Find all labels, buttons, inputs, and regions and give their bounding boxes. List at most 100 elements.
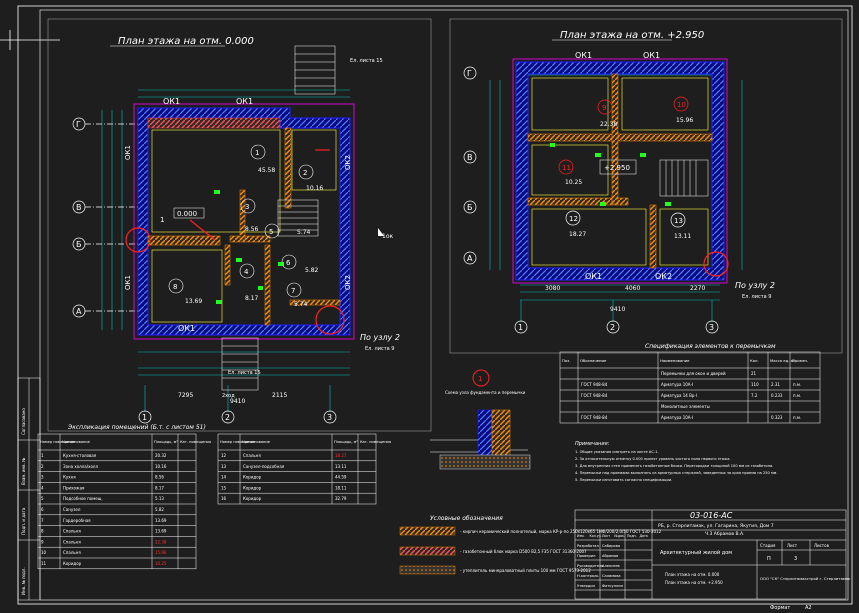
sheets-head: Листов [814,543,830,548]
side-stamp-2: Взам. инв. № [21,458,26,485]
plan1-room-2: 210.16 [298,164,323,192]
title-role: Руководитель [577,564,604,568]
plan1-stair [277,199,319,237]
room-table-header: Площадь, м² [334,440,358,444]
room-table-cell: 18.11 [335,485,347,490]
room-table-cell: Спальня [63,529,81,534]
legend-swatch-brick [399,526,456,536]
axis-a: А [76,307,82,316]
svg-text:10.16: 10.16 [306,185,323,192]
note-line: 4. Перемычки над проемами выполнять из а… [575,471,778,475]
room-table-cell: Кухня-столовая [63,453,97,458]
title-head: Дата [640,534,648,538]
spec-table-header: Примеч. [792,358,808,363]
axis-g: Г [467,69,472,78]
title-person: Салимова [602,574,621,578]
svg-text:9: 9 [602,104,606,112]
svg-text:8.56: 8.56 [245,226,259,233]
note-line: 5. Перемычки изготовить согласно специфи… [575,478,672,482]
title-head: Подп. [627,534,637,538]
plan1-room-4: 48.17 [239,263,259,302]
plan1-dim-total: 9410 [230,398,245,405]
svg-text:1: 1 [478,375,482,383]
plan2-level: +2.950 [604,164,630,172]
svg-text:45.58: 45.58 [258,167,275,174]
axis-3: 3 [709,323,714,332]
svg-text:1: 1 [255,149,259,157]
room-table-cell: 1 [41,453,44,458]
room-table-cell: 22.38 [155,539,167,544]
plan1-dim-part1: 7295 [178,392,193,399]
title-head: Лист [602,534,610,538]
sheet-code: 03-016-АС [690,511,733,520]
sheet-border [17,5,853,605]
room-table-cell: 18.27 [335,453,347,458]
room-table-cell: 7 [41,518,44,523]
spec-table-cell: п.м. [793,382,801,387]
plan1-dim-part2: 2115 [272,392,287,399]
plan1: Г В Б А 1 2 3 9410 7295 2115 [72,45,400,424]
svg-text:12: 12 [569,215,578,223]
room-table-cell: Прихожая [63,485,85,490]
title-person: Абрамов [602,554,618,558]
spec-table-cell: 2.31 [771,382,780,387]
axis-v: В [76,203,82,212]
svg-text:2: 2 [303,169,307,177]
note-line: 1. Общие указания смотреть на листе АС-1… [575,450,659,454]
plan1-ok-label: ОК1 [124,275,132,290]
title-block [574,509,847,600]
room-table-cell: 44.59 [335,475,347,480]
sheet-address: РБ, р. Стерлитамак, ул. Гагарина, Якутия… [658,523,774,529]
legend-swatch-block [399,546,456,556]
notes: 1. Общие указания смотреть на листе АС-1… [575,450,778,482]
svg-text:6: 6 [286,259,291,267]
room-table-cell: 20.32 [155,453,167,458]
spec-table-cell: 110 [751,382,759,387]
svg-text:5.74: 5.74 [294,301,308,308]
room-table-cell: Коридор [63,561,82,566]
svg-text:5: 5 [269,228,273,236]
axis-b: Б [76,240,82,249]
spec-table-header: Поз. [562,358,570,363]
axis-3: 3 [327,413,332,422]
room-table-cell: 8 [41,529,44,534]
room-table-frame [217,433,377,505]
plan2-ok-label: ОК1 [643,51,660,60]
side-stamp-3: Подп. и дата [21,507,26,535]
svg-text:5.74: 5.74 [297,229,311,236]
plan1-ok-label: ОК1 [236,97,253,106]
plan1-axes-letters [72,117,140,318]
spec-table-cell: 7.2 [751,393,758,398]
room-table-cell: 5.13 [155,496,164,501]
svg-text:22.38: 22.38 [600,121,617,128]
title-head: Кол.уч. [590,534,602,538]
room-table-cell: 3 [41,475,44,480]
svg-text:8.17: 8.17 [245,295,259,302]
format-value: А2 [805,605,812,611]
side-stamp-1: Согласовано [21,408,26,435]
spec-table-cell: ГОСТ 948-84 [581,415,608,420]
spec-table-header: Наименование [660,358,690,363]
title-role: Утвердил [577,584,595,588]
svg-text:7: 7 [291,287,295,295]
drawing-title: Архитектурный жилой дом [660,549,732,556]
plan1-room-6: 65.82 [281,254,319,274]
room-table-header: Наименование [242,440,271,444]
title-role: Н.контроль [577,574,599,578]
axis-2: 2 [225,413,230,422]
svg-text:15.96: 15.96 [676,117,693,124]
svg-text:4: 4 [244,268,249,276]
plan2-ok-label: ОК2 [655,272,672,281]
room-table-cell: Кухня [63,475,76,480]
room-table-title: Экспликация помещений (Б.т. с листом 51) [67,424,206,431]
svg-text:3: 3 [245,203,249,211]
room-table-header: Кат. помещения [360,440,391,444]
spec-table-cell: 0.233 [771,393,783,398]
axis-1: 1 [142,413,147,422]
spec-table-cell: Арматура 10А-I [661,415,693,420]
